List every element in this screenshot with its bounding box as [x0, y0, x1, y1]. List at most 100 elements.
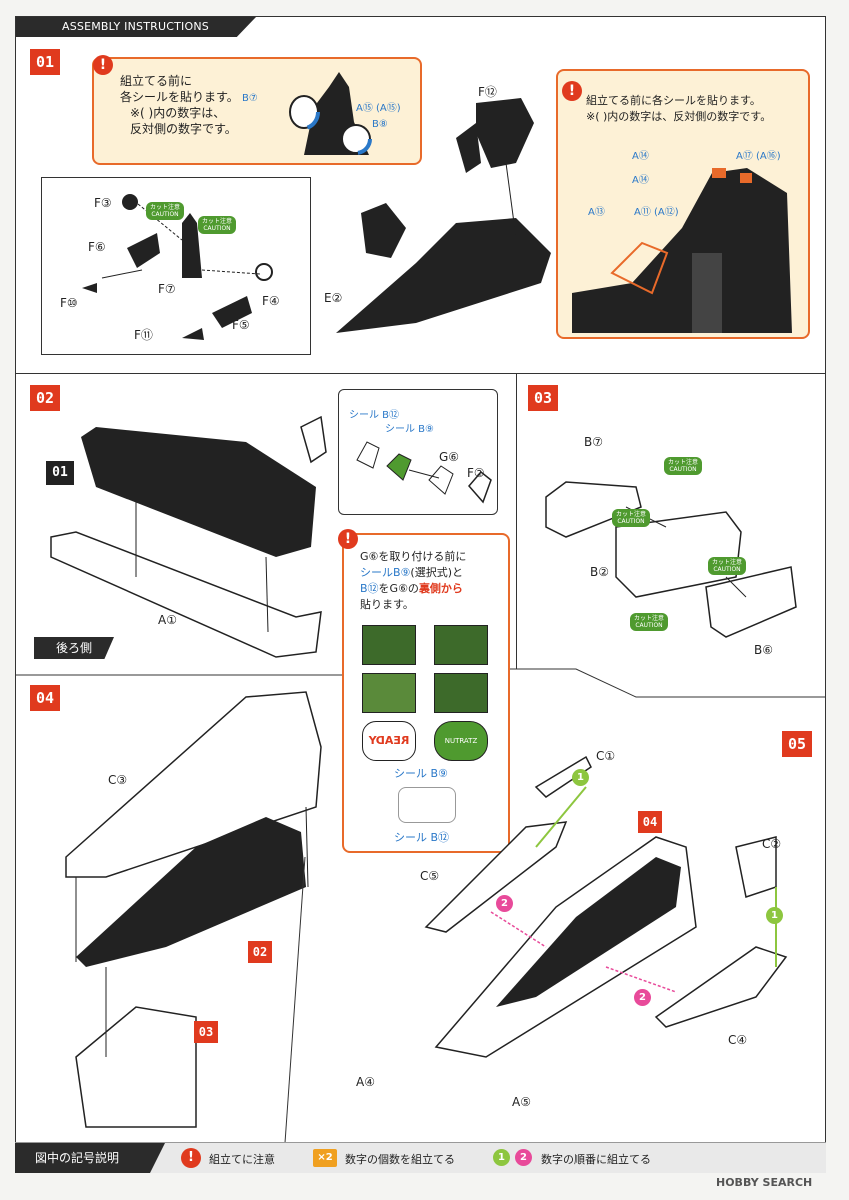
caution1-jp: カット注意	[150, 204, 181, 211]
legend-order-1: 1	[493, 1149, 510, 1166]
legend-caution-icon: !	[181, 1148, 201, 1168]
label-a1: A①	[158, 613, 177, 627]
legend-item1: 組立てに注意	[209, 1153, 275, 1166]
label-f2: F②	[467, 466, 485, 480]
label-a14-mid: A⑭	[632, 175, 649, 186]
caution-exclaim-icon: !	[338, 529, 358, 549]
callout-left-text: 組立てる前に 各シールを貼ります。 ※( )内の数字は、 反対側の数字です。	[120, 73, 239, 137]
callout-right-line2: ※( )内の数字は、反対側の数字です。	[586, 110, 772, 123]
step2-diagram	[50, 415, 327, 658]
caution6-en: CAUTION	[635, 622, 663, 629]
step-01-badge: 01	[30, 49, 60, 75]
label-f12: F⑫	[478, 85, 497, 99]
instruction-page: ASSEMBLY INSTRUCTIONS 01 ! 組立てる前に 各シールを貼…	[15, 16, 826, 1171]
caution4-jp: カット注意	[616, 511, 647, 518]
label-b7: B⑦	[242, 93, 258, 104]
label-b2-step3: B②	[590, 565, 609, 579]
caution-exclaim-icon: !	[562, 81, 582, 101]
step2-note-text: G⑥を取り付ける前に シールB⑨(選択式)と B⑫をG⑥の裏側から 貼ります。	[360, 549, 466, 613]
legend-item2: 数字の個数を組立てる	[345, 1153, 455, 1166]
step-03-badge: 03	[528, 385, 558, 411]
label-f4: F④	[262, 294, 280, 308]
legend-item3: 数字の順番に組立てる	[541, 1153, 651, 1166]
caution-exclaim-icon: !	[93, 55, 113, 75]
sticker-2	[434, 625, 488, 665]
caution4-en: CAUTION	[617, 518, 645, 525]
note-to-g6: をG⑥の	[378, 582, 419, 595]
divider-step3-4	[16, 668, 825, 698]
callout-left-line4: 反対側の数字です。	[130, 122, 237, 136]
label-f10: F⑩	[60, 296, 78, 310]
order-2-badge-a: 2	[496, 895, 513, 912]
label-a5: A⑤	[512, 1095, 531, 1109]
note-back-side: 裏側から	[418, 582, 463, 595]
callout-right-line1: 組立てる前に各シールを貼ります。	[586, 94, 761, 107]
legend-count-badge: ×2	[313, 1149, 337, 1167]
sticker-4	[434, 673, 488, 713]
step2-note-callout: ! G⑥を取り付ける前に シールB⑨(選択式)と B⑫をG⑥の裏側から 貼ります…	[338, 529, 510, 853]
note-line4: 貼ります。	[360, 598, 414, 611]
caution5-en: CAUTION	[713, 566, 741, 573]
label-c4: C④	[728, 1033, 748, 1047]
sticker-nutratz: NUTRATZ	[434, 721, 488, 761]
label-a13: A⑬	[588, 207, 605, 218]
label-b6-step3: B⑥	[754, 643, 773, 657]
caution2-en: CAUTION	[203, 225, 231, 232]
note-b12: B⑫	[360, 582, 379, 595]
callout-left-line1: 組立てる前に	[120, 74, 193, 88]
callout-left-line2: 各シールを貼ります。	[120, 90, 239, 104]
legend-footer: 図中の記号説明 ! 組立てに注意 ×2 数字の個数を組立てる 1 2 数字の順番…	[15, 1142, 826, 1173]
watermark: HOBBY SEARCH	[716, 1176, 813, 1189]
step1-fuselage-diagram	[336, 98, 551, 333]
label-e2: E②	[324, 291, 343, 305]
label-c5: C⑤	[420, 869, 440, 883]
caution6-jp: カット注意	[634, 615, 665, 622]
step5-diagram	[424, 755, 788, 1058]
step-02-badge: 02	[30, 385, 60, 411]
note-selectable: (選択式)と	[410, 566, 464, 579]
step2-seal-diagram	[356, 441, 492, 504]
label-c2: C②	[762, 837, 782, 851]
label-b7-step3: B⑦	[584, 435, 603, 449]
label-c3: C③	[108, 773, 128, 787]
seal-b12-caption: シール B⑫	[394, 831, 450, 844]
note-line1: G⑥を取り付ける前に	[360, 550, 467, 563]
label-a17: A⑰ (A⑯)	[736, 151, 781, 162]
ref-01-badge: 01	[46, 461, 74, 485]
ref-04-badge: 04	[638, 811, 662, 833]
step1-callout-right: ! 組立てる前に各シールを貼ります。 ※( )内の数字は、反対側の数字です。 A…	[556, 69, 810, 339]
caution5-jp: カット注意	[712, 559, 743, 566]
order-1-badge-b: 1	[766, 907, 783, 924]
divider-step2-3	[516, 373, 517, 669]
step1-callout-left-diagram	[288, 72, 372, 155]
label-f5: F⑤	[232, 318, 250, 332]
label-seal-b12: シール B⑫	[349, 410, 400, 421]
divider-step1	[16, 373, 825, 374]
sticker-3	[362, 673, 416, 713]
step3-diagram	[545, 481, 797, 638]
sticker-1	[362, 625, 416, 665]
step-05-badge: 05	[782, 731, 812, 757]
step1-callout-right-diagram	[572, 168, 792, 333]
caution1-en: CAUTION	[151, 211, 179, 218]
caution2-jp: カット注意	[202, 218, 233, 225]
seal-b9-caption: シール B⑨	[394, 767, 448, 780]
label-a15: A⑮ (A⑮)	[356, 103, 401, 114]
order-1-badge-a: 1	[572, 769, 589, 786]
label-b8: B⑧	[372, 119, 388, 130]
step2-seal-frame: シール B⑫ シール B⑨ G⑥ F②	[338, 389, 498, 515]
label-c1: C①	[596, 749, 616, 763]
label-seal-b9: シール B⑨	[385, 424, 435, 435]
label-f3: F③	[94, 196, 112, 210]
callout-left-line3: ※( )内の数字は、	[130, 106, 226, 120]
label-g6: G⑥	[439, 450, 460, 464]
seal-b12-outline	[398, 787, 456, 823]
legend-title: 図中の記号説明	[15, 1143, 165, 1173]
label-f6: F⑥	[88, 240, 106, 254]
step1-parts-diagram	[82, 194, 273, 340]
label-a14-top: A⑭	[632, 151, 649, 162]
